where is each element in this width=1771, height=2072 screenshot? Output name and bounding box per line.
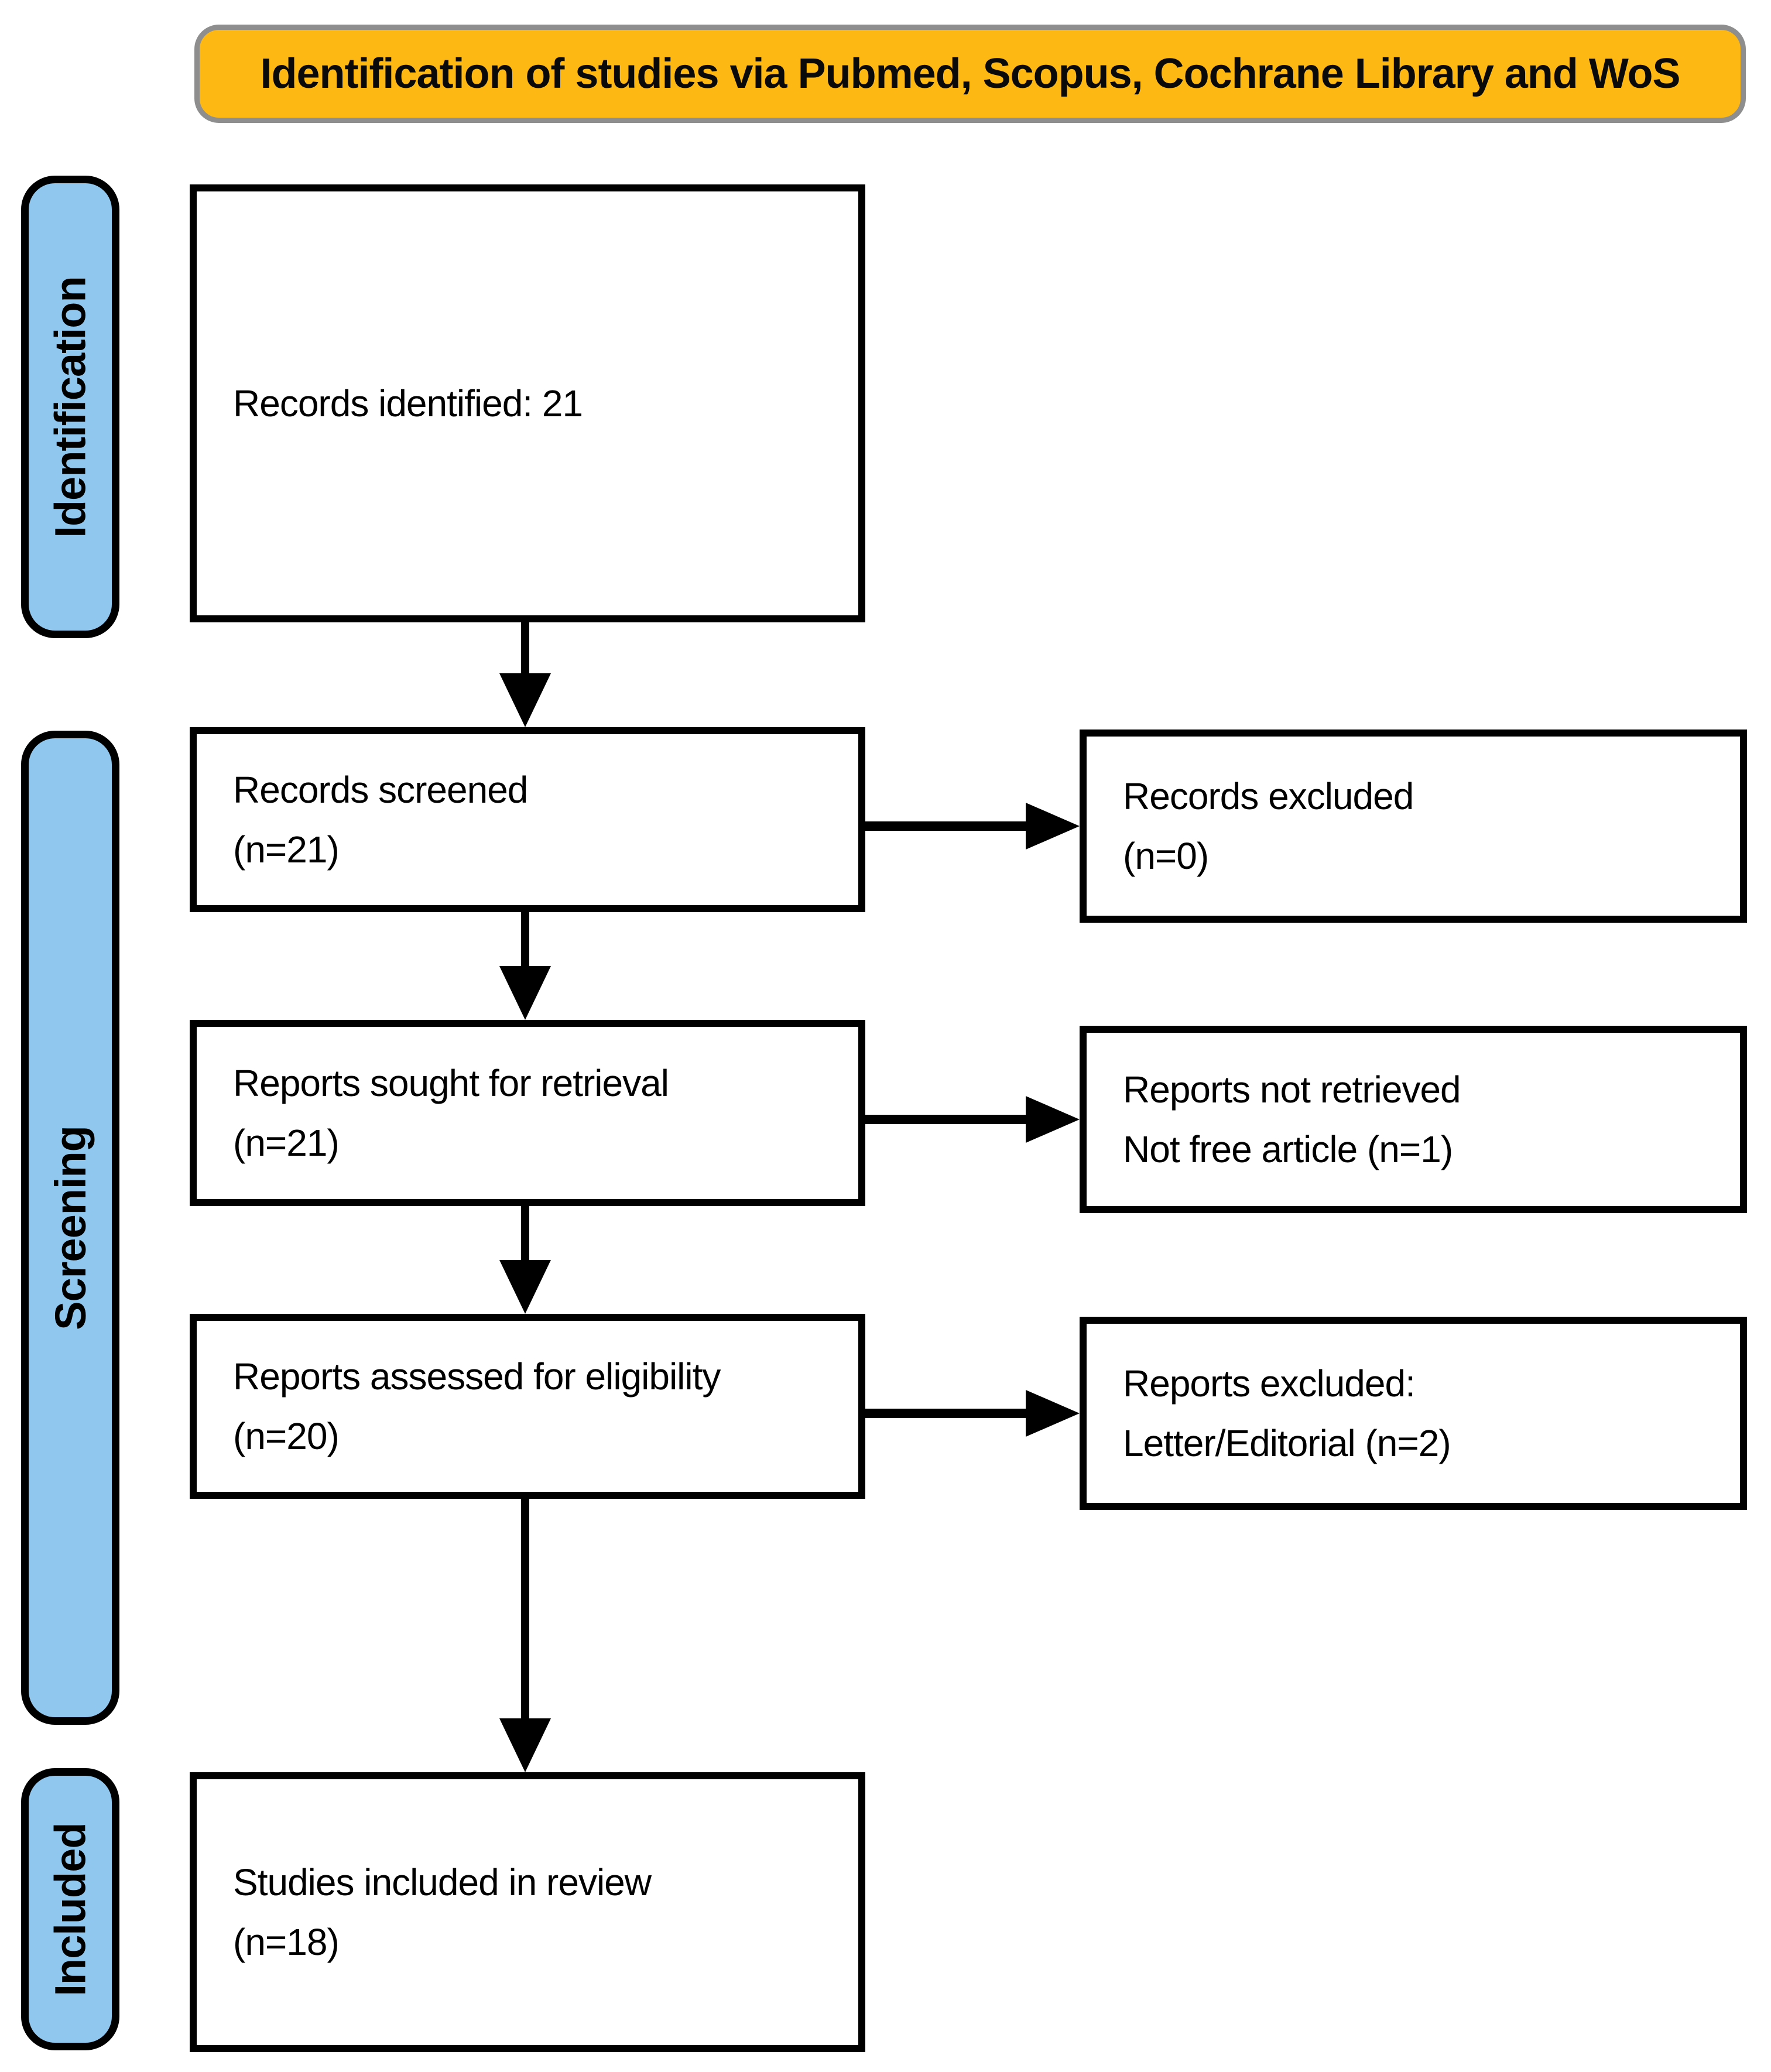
- records-excluded-line-1: Records excluded: [1123, 775, 1414, 817]
- stage-included: Included: [21, 1768, 119, 2050]
- studies-included-line-2: (n=18): [233, 1921, 340, 1963]
- stage-screening-label: Screening: [46, 1125, 95, 1330]
- records-identified-box: Records identified: 21: [190, 184, 865, 622]
- arrow-right-icon: [1026, 1390, 1080, 1437]
- arrow-shaft: [521, 1499, 529, 1725]
- reports-excluded-line-1: Reports excluded:: [1123, 1362, 1416, 1405]
- stage-identification: Identification: [21, 176, 119, 638]
- reports-not-retrieved-line-2: Not free article (n=1): [1123, 1128, 1453, 1170]
- arrow-shaft: [521, 1206, 529, 1267]
- studies-included-box: Studies included in review (n=18): [190, 1772, 865, 2052]
- records-excluded-box: Records excluded (n=0): [1080, 730, 1747, 923]
- stage-screening: Screening: [21, 731, 119, 1725]
- records-screened-line-2: (n=21): [233, 828, 340, 871]
- arrow-shaft: [865, 1115, 1033, 1124]
- arrow-right-icon: [1026, 803, 1080, 850]
- reports-excluded-box: Reports excluded: Letter/Editorial (n=2): [1080, 1317, 1747, 1510]
- records-identified-line: Records identified: 21: [233, 382, 583, 424]
- reports-excluded-line-2: Letter/Editorial (n=2): [1123, 1422, 1451, 1464]
- title-banner-label: Identification of studies via Pubmed, Sc…: [260, 50, 1680, 97]
- arrow-shaft: [865, 821, 1033, 831]
- stage-identification-label: Identification: [46, 276, 95, 538]
- reports-assessed-box: Reports assessed for eligibility (n=20): [190, 1314, 865, 1499]
- arrow-down-icon: [499, 673, 551, 727]
- arrow-down-icon: [499, 1718, 551, 1772]
- stage-included-label: Included: [46, 1822, 95, 1996]
- records-excluded-line-2: (n=0): [1123, 835, 1209, 877]
- arrow-down-icon: [499, 1260, 551, 1314]
- reports-sought-line-1: Reports sought for retrieval: [233, 1062, 669, 1104]
- arrow-down-icon: [499, 966, 551, 1020]
- arrow-shaft: [865, 1409, 1033, 1418]
- records-screened-box: Records screened (n=21): [190, 727, 865, 912]
- arrow-shaft: [521, 622, 529, 680]
- arrow-shaft: [521, 912, 529, 973]
- title-banner: Identification of studies via Pubmed, Sc…: [194, 25, 1746, 123]
- arrow-right-icon: [1026, 1096, 1080, 1143]
- reports-sought-box: Reports sought for retrieval (n=21): [190, 1020, 865, 1206]
- records-screened-line-1: Records screened: [233, 769, 528, 811]
- reports-not-retrieved-line-1: Reports not retrieved: [1123, 1068, 1461, 1111]
- studies-included-line-1: Studies included in review: [233, 1861, 652, 1903]
- reports-not-retrieved-box: Reports not retrieved Not free article (…: [1080, 1026, 1747, 1213]
- reports-assessed-line-2: (n=20): [233, 1415, 340, 1457]
- reports-assessed-line-1: Reports assessed for eligibility: [233, 1355, 721, 1398]
- reports-sought-line-2: (n=21): [233, 1122, 340, 1164]
